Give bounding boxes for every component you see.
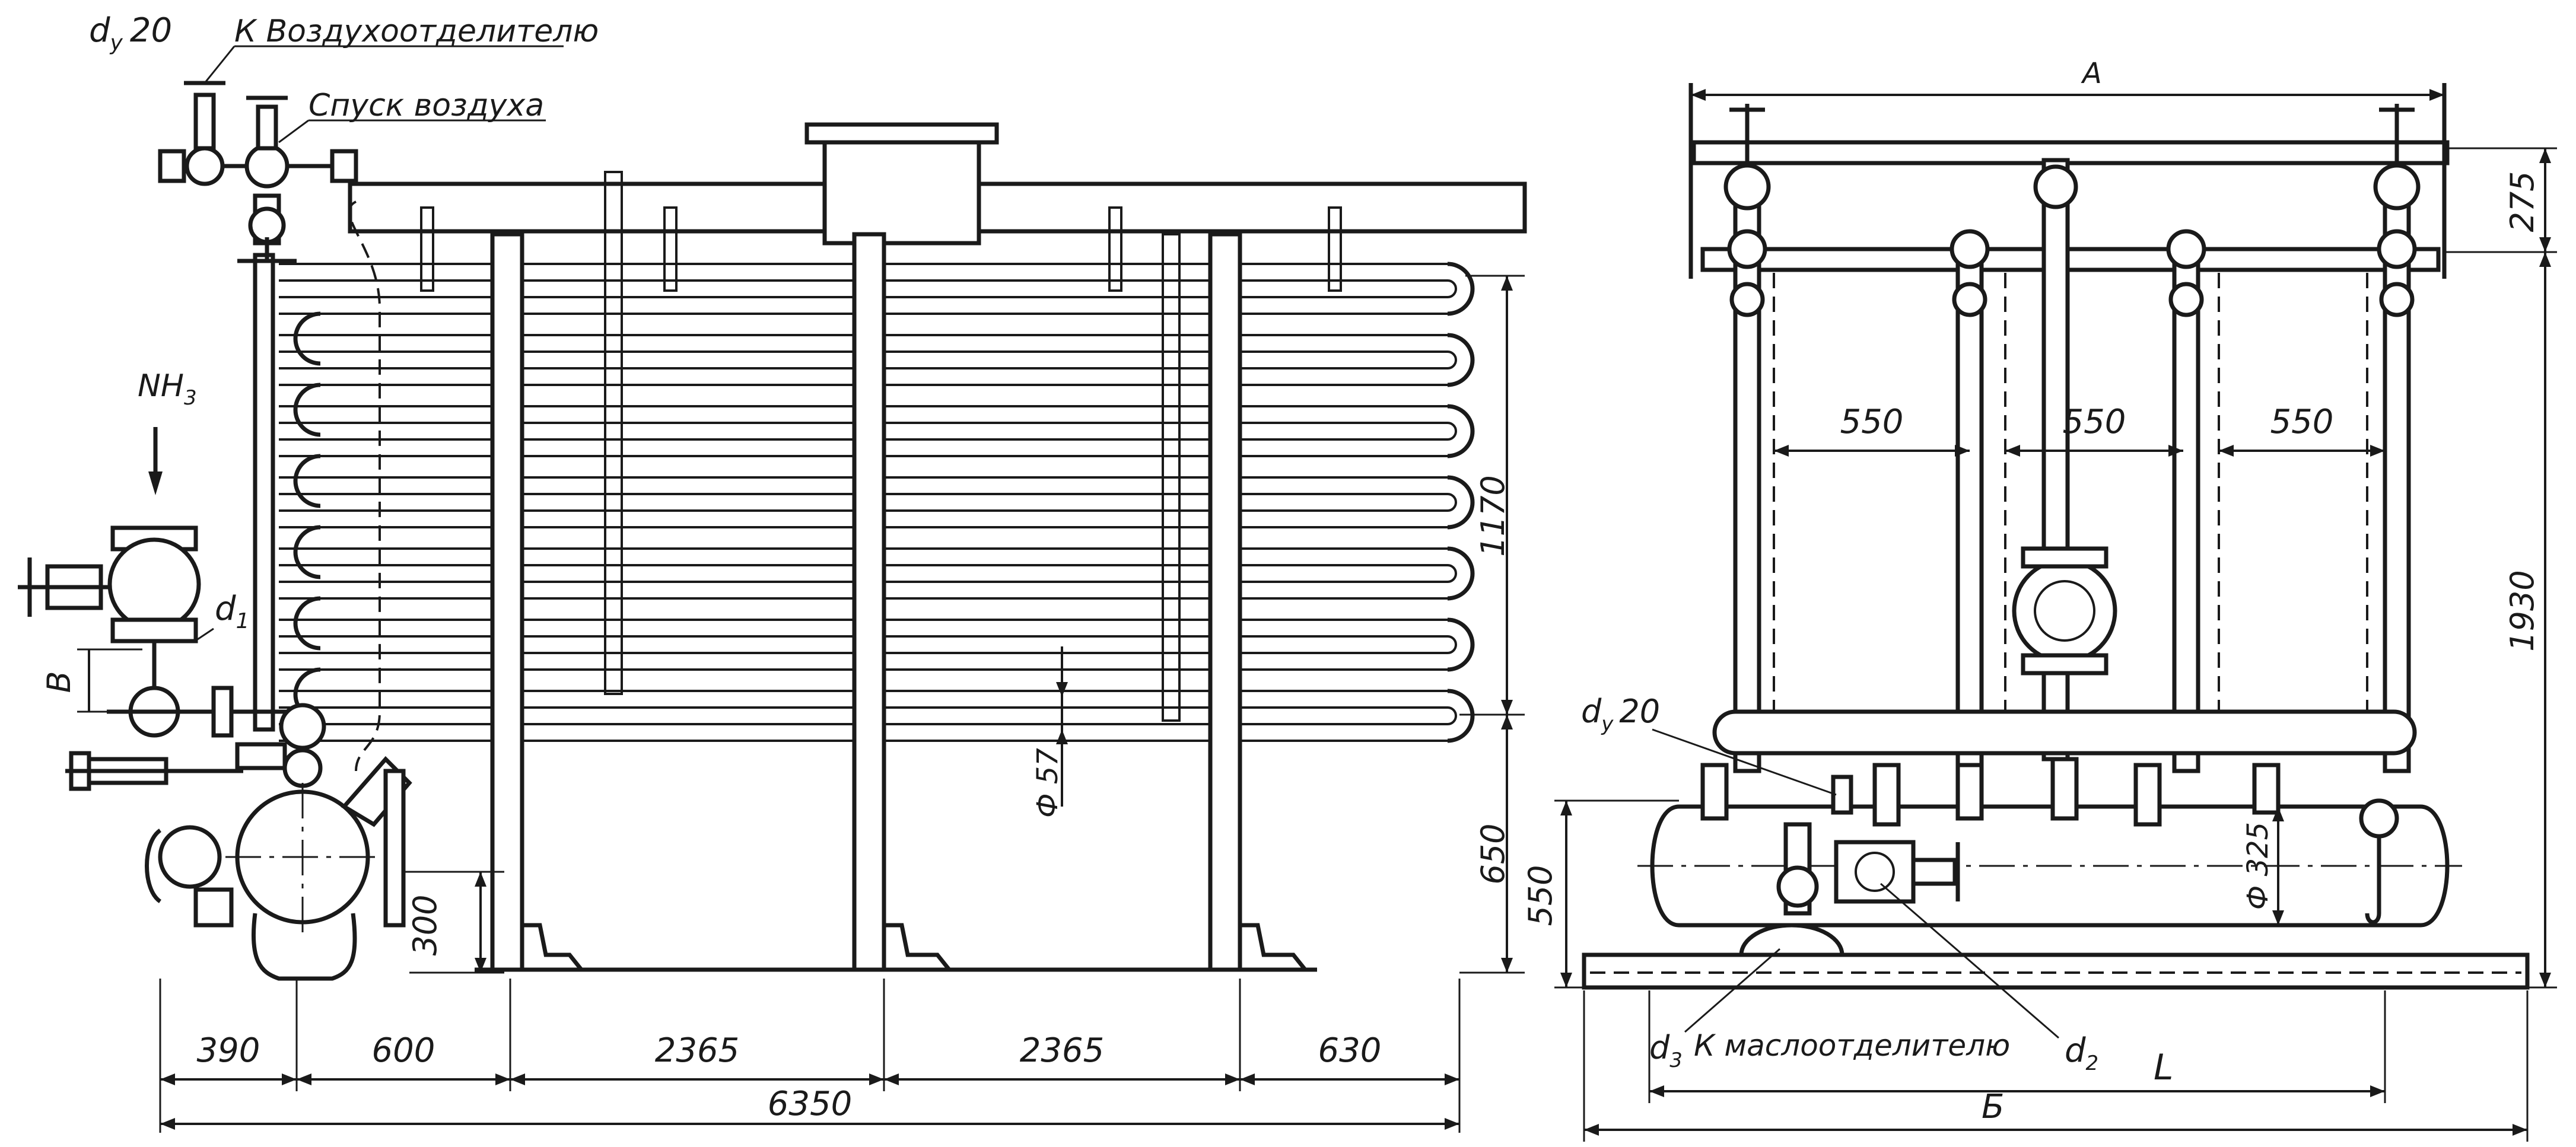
top-frame-lower: [1700, 247, 2441, 272]
coil-bend-left: [293, 454, 321, 508]
d2-label: d2: [2065, 1031, 2098, 1075]
hanger-2: [1162, 233, 1181, 722]
left-collector: [253, 253, 275, 732]
coil-bend-right: [1447, 617, 1475, 672]
vert-pipe-4: [2172, 247, 2200, 773]
central-pump: [2012, 558, 2117, 664]
side-view: А: [1522, 57, 2557, 1142]
dim-550b-label: 550: [2063, 403, 2126, 441]
top-box: [822, 134, 981, 246]
foot-3: [1238, 923, 1310, 972]
dim-b-label: В: [40, 671, 78, 693]
dim-2365a-label: 2365: [655, 1031, 740, 1070]
coil-bend-right: [1447, 404, 1475, 458]
top-box-lid: [804, 122, 999, 145]
dim-B-label: Б: [1982, 1088, 2004, 1126]
hanger-1: [604, 171, 623, 695]
coil-bend-right: [1447, 689, 1475, 743]
coil-bend-right: [1447, 262, 1475, 316]
coil-bend-left: [293, 311, 321, 366]
air-pipe-dashed: [348, 200, 381, 772]
coil-bend-left: [293, 383, 321, 437]
dim-L-label: L: [2154, 1047, 2173, 1088]
coil-bend-right: [1447, 546, 1475, 601]
coil-bend-right-inner: [1447, 493, 1457, 512]
dim-300-label: 300: [406, 894, 444, 955]
dim-275-label: 275: [2504, 171, 2541, 232]
coil-bend-right-inner: [1447, 351, 1457, 369]
foot-1: [520, 923, 586, 972]
dim-390-label: 390: [197, 1031, 260, 1070]
coil-bend-right-inner: [1447, 706, 1457, 725]
phi57-label: Ф 57: [1031, 748, 1064, 818]
coil-bend-right-inner: [1447, 635, 1457, 654]
phi325-label: Ф 325: [2241, 822, 2275, 910]
coil-bend-right: [1447, 475, 1475, 530]
coil-bend-right: [1447, 333, 1475, 387]
dim-550a-label: 550: [1840, 403, 1904, 441]
d3-label: d3: [1649, 1029, 1683, 1072]
dim-1170-label: 1170: [1474, 475, 1512, 556]
support-post-2: [852, 232, 886, 972]
hanger-small-2: [663, 206, 678, 292]
dim-2365b-label: 2365: [1020, 1031, 1105, 1070]
d1-label: d1: [215, 590, 249, 633]
to-oil-separator-label: К маслоотделителю: [1694, 1028, 2010, 1063]
bottom-dim-chain: [159, 979, 1461, 1133]
dim-a-label: А: [2081, 57, 2102, 90]
nh3-arrow-head: [148, 471, 163, 495]
dim-550v-label: 550: [1522, 865, 1559, 926]
front-view: 1170 650 Ф 57 300 В: [18, 11, 1527, 1133]
hanger-small-3: [1108, 206, 1122, 292]
dim-630-label: 630: [1318, 1031, 1382, 1070]
coil-bend-right-inner: [1447, 279, 1457, 298]
air-release-label: Спуск воздуха: [309, 88, 544, 123]
support-post-3: [1208, 232, 1242, 972]
support-post-1: [490, 232, 524, 972]
lower-header: [1712, 709, 2417, 756]
coil-bend-left: [293, 596, 321, 651]
dim-550c-label: 550: [2270, 403, 2334, 441]
nh3-label: NH3: [138, 368, 197, 410]
dim-6350-label: 6350: [768, 1085, 853, 1123]
coil-bend-right-inner: [1447, 564, 1457, 583]
dim-1930-label: 1930: [2504, 570, 2541, 651]
valve-group-top: [158, 81, 358, 263]
base-frame: [1582, 952, 2530, 990]
dim-600-label: 600: [372, 1031, 435, 1070]
to-air-separator-label: К Воздухоотделителю: [234, 14, 599, 49]
pump: [145, 756, 412, 981]
foot-2: [882, 923, 954, 972]
hanger-small-1: [420, 206, 434, 292]
dim-650-label: 650: [1474, 823, 1512, 884]
top-frame-upper: [1691, 140, 2450, 165]
coil-bend-right-inner: [1447, 422, 1457, 441]
vert-pipe-2: [1955, 247, 1984, 773]
valve-group-middle: [18, 525, 326, 791]
coil-bend-left: [293, 525, 321, 579]
hanger-small-4: [1328, 206, 1342, 292]
